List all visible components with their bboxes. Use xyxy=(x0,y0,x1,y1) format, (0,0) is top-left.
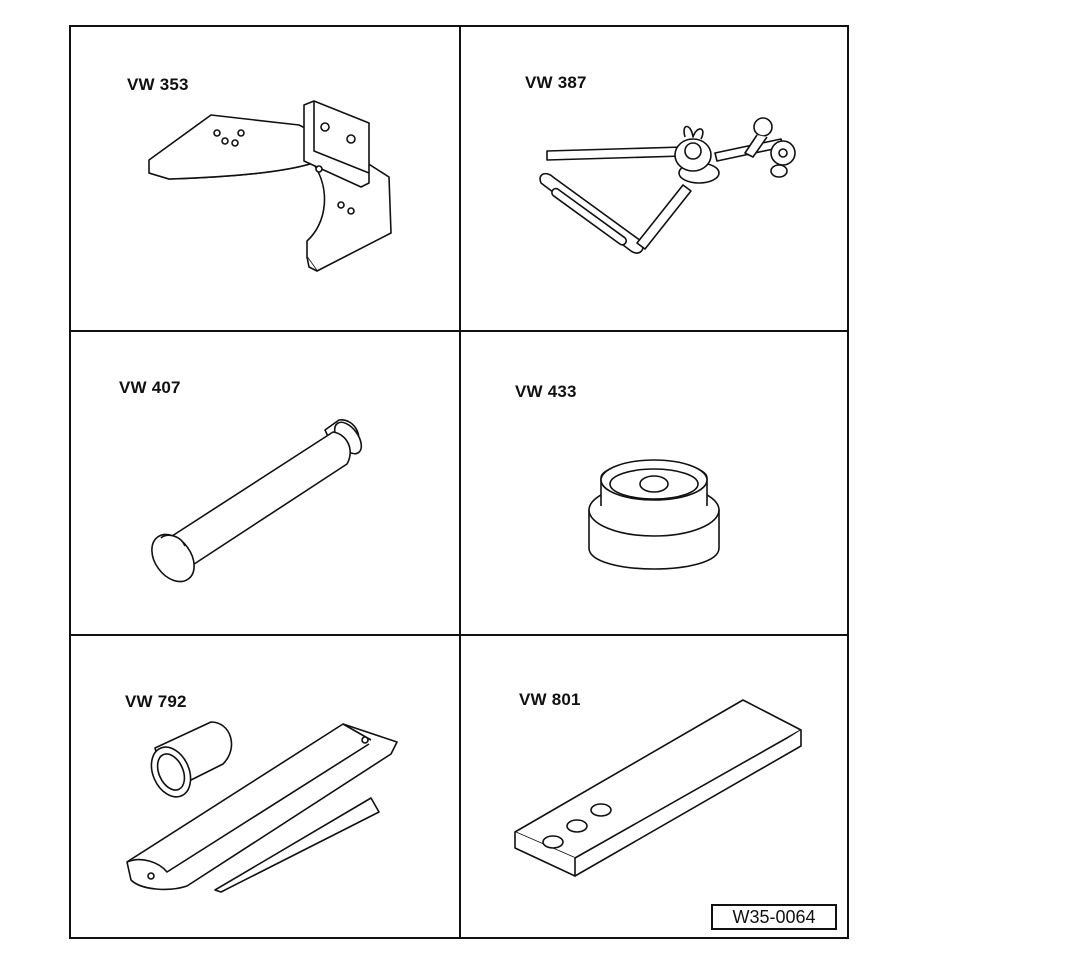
grid-divider-horizontal-1 xyxy=(71,330,847,332)
tool-cell-vw792: VW 792 xyxy=(71,636,460,940)
cylindrical-drift-icon xyxy=(71,332,460,636)
tool-chart: VW 353 VW 387 xyxy=(69,25,849,939)
installing-sleeve-icon xyxy=(71,636,460,940)
tool-cell-vw353: VW 353 xyxy=(71,27,460,331)
mounting-bracket-icon xyxy=(71,27,460,331)
tool-label-vw801: VW 801 xyxy=(519,690,581,709)
tool-cell-vw433: VW 433 xyxy=(461,332,850,636)
grid-divider-vertical xyxy=(459,27,461,937)
grid-divider-horizontal-2 xyxy=(71,634,847,636)
tool-label-vw353: VW 353 xyxy=(127,75,189,94)
tool-label-vw407: VW 407 xyxy=(119,378,181,397)
tool-label-vw433: VW 433 xyxy=(515,382,577,401)
tool-cell-vw387: VW 387 xyxy=(461,27,850,331)
tool-label-vw792: VW 792 xyxy=(125,692,187,711)
tool-cell-vw801: VW 801 xyxy=(461,636,850,940)
plate-gauge-icon xyxy=(461,636,850,940)
figure-reference-label: W35-0064 xyxy=(711,904,837,930)
tool-cell-vw407: VW 407 xyxy=(71,332,460,636)
dial-gauge-holder-icon xyxy=(461,27,850,331)
thrust-pad-icon xyxy=(461,332,850,636)
tool-label-vw387: VW 387 xyxy=(525,73,587,92)
